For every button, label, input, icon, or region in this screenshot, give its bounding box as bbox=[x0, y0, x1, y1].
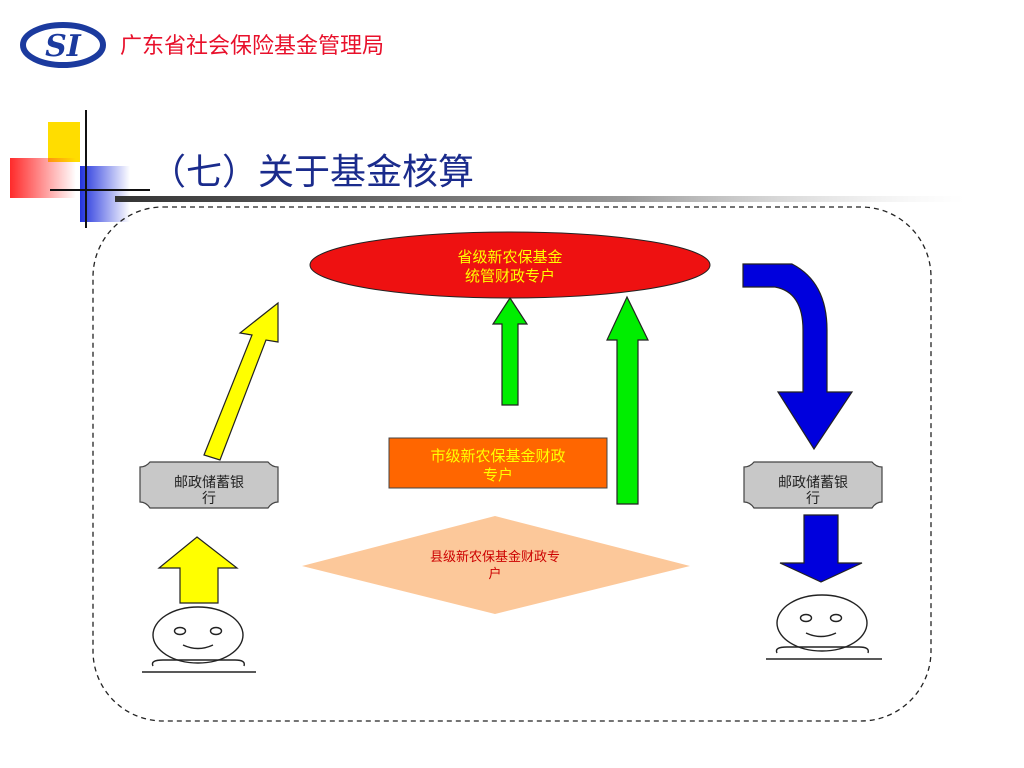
organization-name: 广东省社会保险基金管理局 bbox=[120, 34, 385, 59]
provincial-account-label: 省级新农保基金 统管财政专户 bbox=[457, 248, 563, 285]
yellow-diagonal-arrow-icon bbox=[203, 301, 279, 461]
title-decoration bbox=[10, 110, 150, 228]
page-title: （七）关于基金核算 bbox=[150, 152, 475, 193]
bank-right-label: 邮政储蓄银 行 bbox=[778, 475, 848, 507]
person-left-icon bbox=[142, 606, 256, 673]
diagram-border bbox=[92, 206, 932, 722]
bank-left-label: 邮政储蓄银 行 bbox=[174, 475, 244, 507]
logo-text: SI bbox=[45, 29, 82, 64]
blue-curved-arrow-icon bbox=[742, 263, 854, 451]
city-account-box bbox=[388, 437, 608, 489]
person-right-icon bbox=[766, 594, 882, 660]
yellow-up-arrow-icon bbox=[157, 536, 239, 604]
green-short-up-arrow-icon bbox=[491, 296, 529, 406]
slide-header: SI 广东省社会保险基金管理局 bbox=[0, 0, 1024, 90]
county-account-diamond bbox=[302, 516, 690, 614]
bank-right-plaque bbox=[743, 461, 883, 509]
green-tall-up-arrow-icon bbox=[606, 295, 649, 505]
bank-left-plaque bbox=[139, 461, 279, 509]
si-logo-icon: SI bbox=[20, 22, 106, 68]
city-account-label: 市级新农保基金财政 专户 bbox=[430, 447, 566, 484]
blue-down-arrow-icon bbox=[779, 514, 863, 583]
title-underline bbox=[115, 196, 965, 202]
county-account-label: 县级新农保基金财政专 户 bbox=[429, 550, 560, 582]
